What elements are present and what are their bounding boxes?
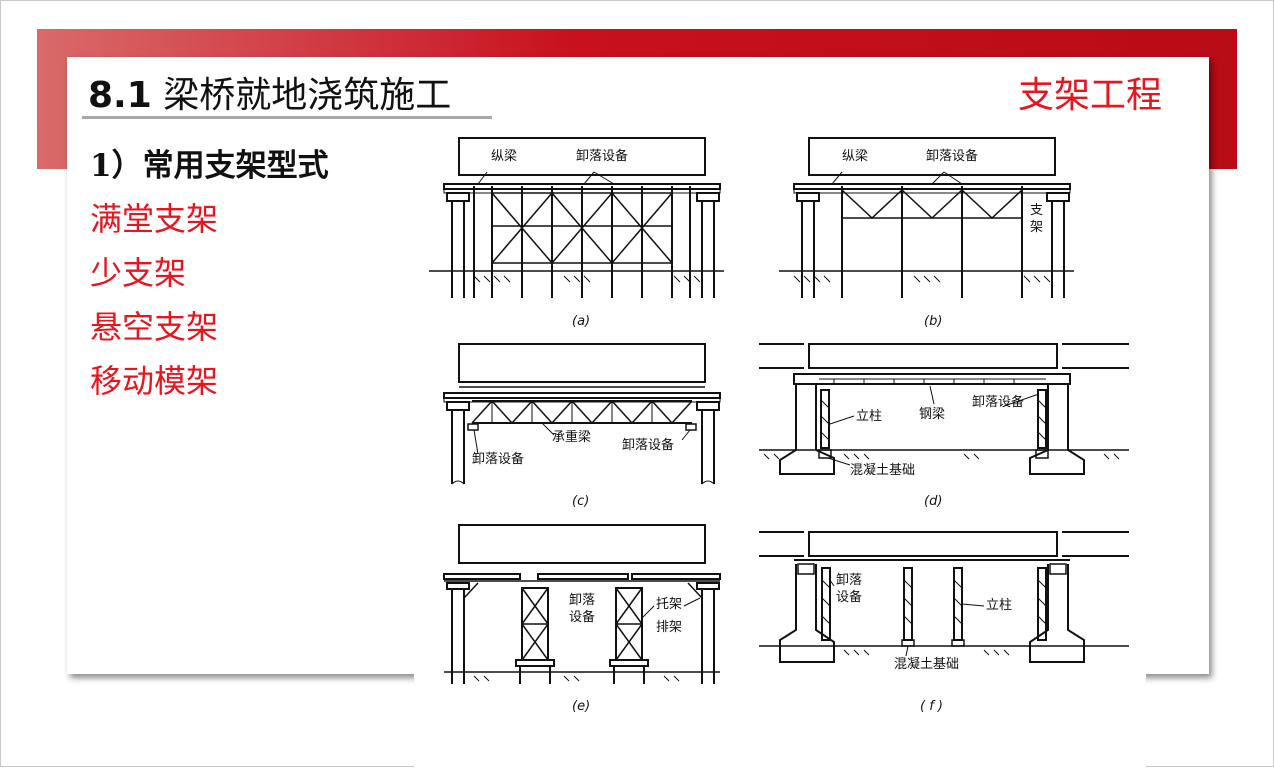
list-item-4: 移动模架 [90,362,219,400]
list-item-3: 悬空支架 [90,308,219,346]
label-d-3: 卸落设备 [972,394,1024,410]
label-f-4: 混凝土基础 [894,656,959,672]
caption-c: (c) [572,494,589,509]
list-item-2: 少支架 [90,254,187,292]
figure-f: 卸落 设备 立柱 混凝土基础 ( f ) [759,531,1129,714]
label-a-1: 纵梁 [491,149,517,164]
section-label: 支架工程 [1018,75,1163,116]
caption-f: ( f ) [920,699,943,714]
label-f-1: 卸落 [836,572,862,588]
slide-title: 8.1 梁桥就地浇筑施工 [88,66,451,118]
label-d-4: 混凝土基础 [850,462,915,478]
title-number: 8.1 [88,75,152,116]
label-a-2: 卸落设备 [576,148,628,164]
label-f-2: 设备 [836,589,862,605]
figure-c: 承重梁 卸落设备 卸落设备 (c) [443,343,721,509]
figure-e: 卸落 设备 托架 排架 (e) [443,524,721,714]
label-b-3: 支 [1030,203,1043,218]
label-b-1: 纵梁 [842,149,868,164]
label-b-2: 卸落设备 [926,148,978,164]
subheading: 1）常用支架型式 [90,148,329,184]
caption-e: (e) [572,699,590,714]
figure-b: 纵梁 卸落设备 支 架 (b) [779,137,1074,329]
caption-b: (b) [924,314,942,329]
caption-a: (a) [572,314,590,329]
title-text: 梁桥就地浇筑施工 [163,75,452,116]
label-d-2: 钢梁 [919,407,945,422]
label-f-3: 立柱 [986,598,1012,613]
figure-a: 纵梁 卸落设备 (a) [429,137,724,329]
label-b-4: 架 [1030,220,1043,235]
label-c-1: 承重梁 [552,429,591,445]
label-e-1: 卸落 [569,592,595,608]
bridge-support-diagrams: 纵梁 卸落设备 (a) 纵梁 卸落设备 支 架 (b) [429,137,1129,714]
label-e-2: 设备 [569,609,595,625]
label-c-3: 卸落设备 [622,437,674,453]
label-d-1: 立柱 [856,409,882,424]
caption-d: (d) [924,494,942,509]
label-c-2: 卸落设备 [472,451,524,467]
title-underline [82,116,492,119]
label-e-3: 托架 [656,597,682,612]
label-e-4: 排架 [656,620,682,635]
list-item-1: 满堂支架 [90,200,219,238]
figure-panel: 纵梁 卸落设备 (a) 纵梁 卸落设备 支 架 (b) [414,128,1146,767]
figure-d: 立柱 钢梁 卸落设备 混凝土基础 (d) [759,343,1129,509]
